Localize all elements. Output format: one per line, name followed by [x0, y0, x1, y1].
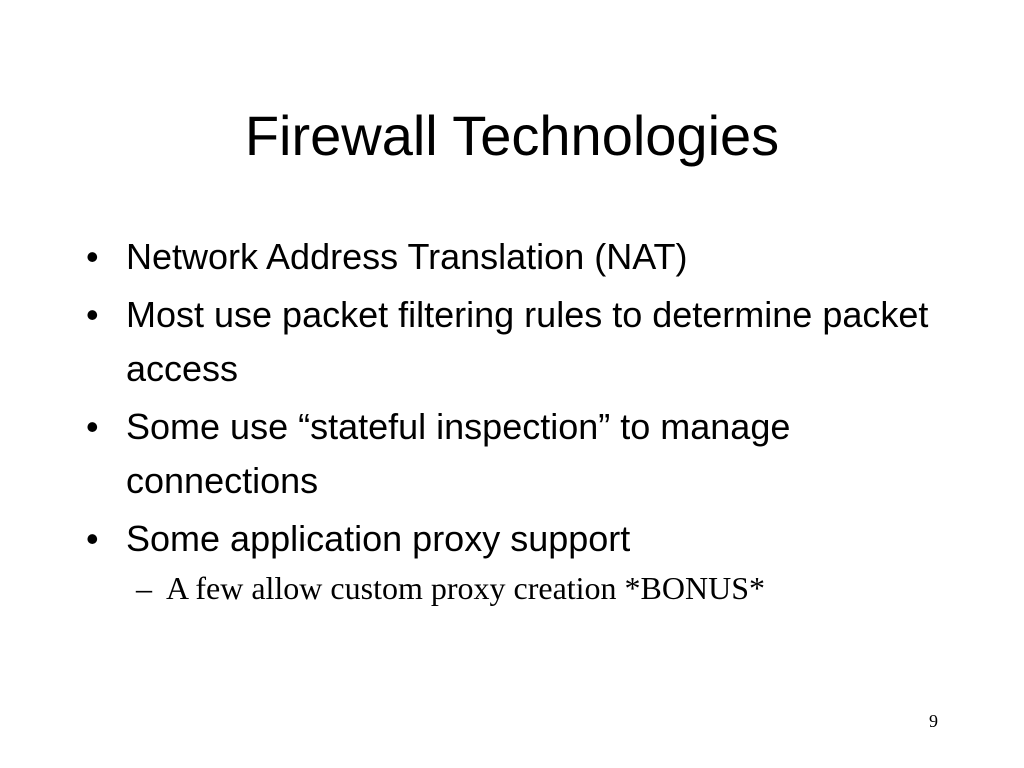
bullet-item-packet-filtering: • Most use packet filtering rules to det…: [84, 288, 944, 396]
bullet-text: Network Address Translation (NAT): [126, 236, 688, 277]
bullet-marker: •: [86, 406, 99, 447]
bullet-text: Some application proxy support: [126, 518, 631, 559]
bullet-item-nat: • Network Address Translation (NAT): [84, 230, 944, 284]
sub-bullet-marker: –: [136, 570, 152, 606]
bullet-item-application-proxy: • Some application proxy support – A few…: [84, 512, 944, 610]
bullet-text: Some use “stateful inspection” to manage…: [126, 406, 791, 501]
sub-bullet-list: – A few allow custom proxy creation *BON…: [126, 566, 944, 610]
bullet-marker: •: [86, 518, 99, 559]
bullet-list: • Network Address Translation (NAT) • Mo…: [84, 230, 944, 614]
bullet-item-stateful-inspection: • Some use “stateful inspection” to mana…: [84, 400, 944, 508]
slide-title: Firewall Technologies: [244, 104, 780, 167]
bullet-marker: •: [86, 236, 99, 277]
bullet-marker: •: [86, 294, 99, 335]
sub-bullet-text: A few allow custom proxy creation *BONUS…: [166, 570, 766, 606]
bullet-text: Most use packet filtering rules to deter…: [126, 294, 929, 389]
sub-bullet-item-custom-proxy: – A few allow custom proxy creation *BON…: [136, 566, 944, 610]
page-number: 9: [929, 711, 938, 731]
